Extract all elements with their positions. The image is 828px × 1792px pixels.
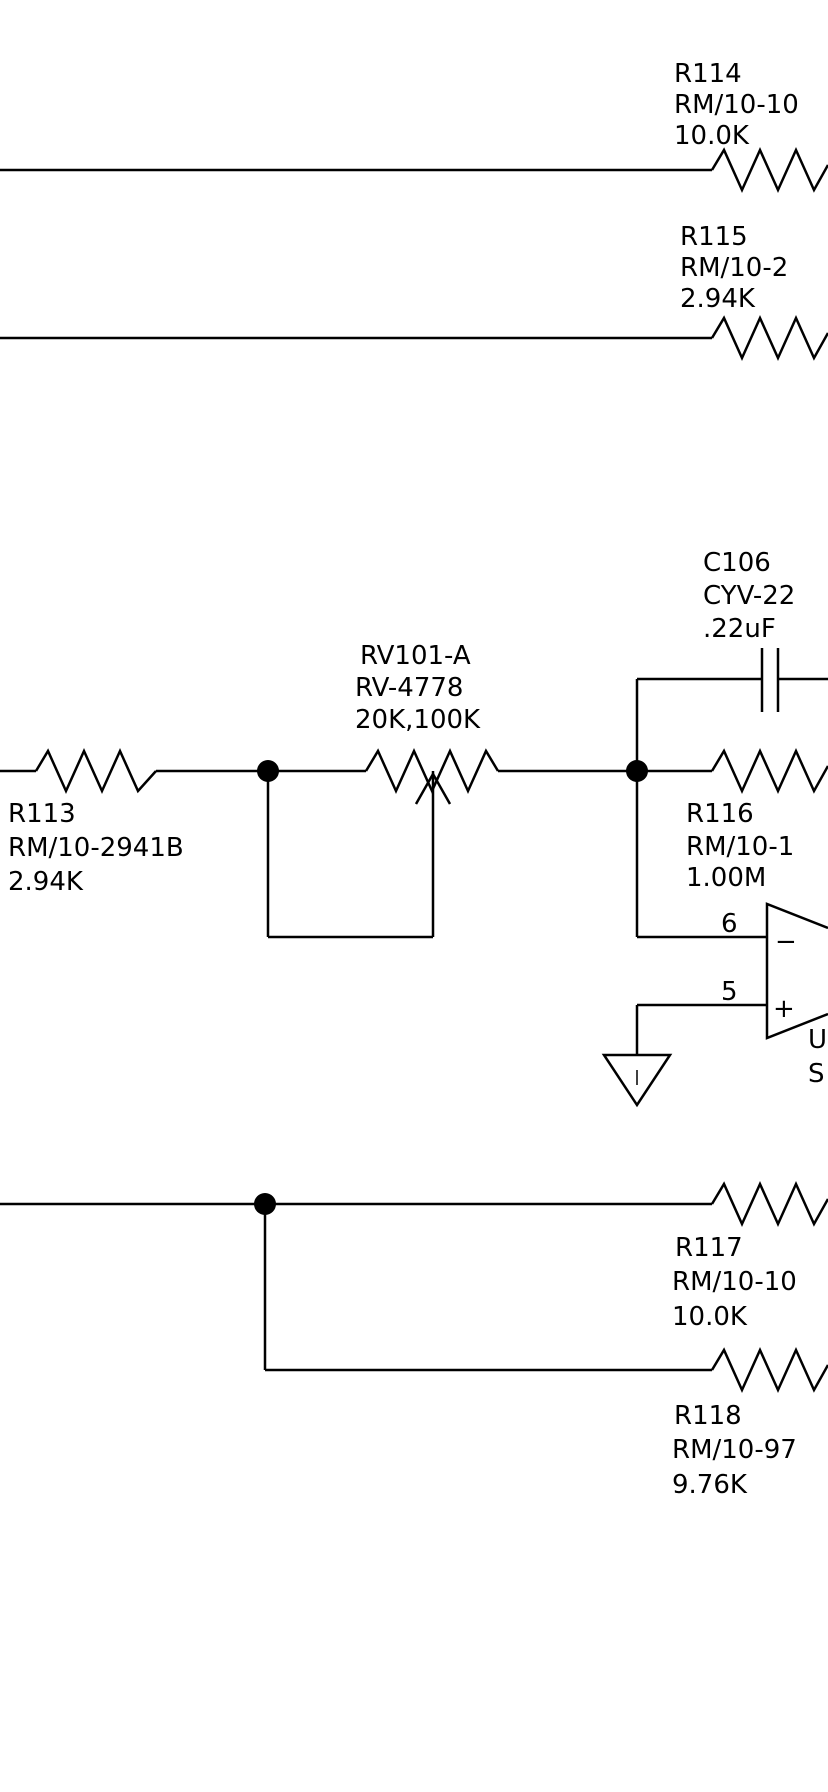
r118-ref-label: R118 — [674, 1401, 742, 1431]
r116-part-label: RM/10-1 — [686, 832, 794, 862]
op-amp-plus-sign: + — [773, 994, 795, 1024]
rv101-ref-label: RV101-A — [360, 641, 471, 671]
inverting-stage: R113 RM/10-2941B 2.94K RV101-A RV-4778 2… — [0, 548, 828, 1108]
r118-part-label: RM/10-97 — [672, 1435, 797, 1465]
c106-ref-label: C106 — [703, 548, 771, 578]
r117-part-label: RM/10-10 — [672, 1267, 797, 1297]
r113-ref-label: R113 — [8, 799, 76, 829]
r115-ref-label: R115 — [680, 222, 748, 252]
rv101-part-label: RV-4778 — [355, 673, 463, 703]
r118-resistor-symbol — [710, 1346, 828, 1394]
r118-value-label: 9.76K — [672, 1470, 748, 1500]
r114-value-label: 10.0K — [674, 121, 750, 151]
c106-part-label: CYV-22 — [703, 581, 795, 611]
c106-value-label: .22uF — [703, 614, 776, 644]
r113-value-label: 2.94K — [8, 867, 84, 897]
r116-ref-label: R116 — [686, 799, 754, 829]
r116-value-label: 1.00M — [686, 863, 766, 893]
r117-resistor-symbol — [710, 1180, 828, 1228]
op-amp-ref-label: U — [808, 1025, 827, 1055]
op-amp-minus-sign: − — [775, 927, 797, 957]
pin-5-label: 5 — [721, 977, 738, 1007]
r117-r118-group: R117 RM/10-10 10.0K R118 RM/10-97 9.76K — [0, 1180, 828, 1500]
rv101-value-label: 20K,100K — [355, 705, 481, 735]
r113-part-label: RM/10-2941B — [8, 833, 184, 863]
rv101-wiper-arrow — [414, 771, 452, 805]
r116-resistor-symbol — [710, 747, 828, 795]
r117-ref-label: R117 — [675, 1233, 743, 1263]
r117-value-label: 10.0K — [672, 1302, 748, 1332]
op-amp-part-label: S — [808, 1059, 825, 1089]
r114-part-label: RM/10-10 — [674, 90, 799, 120]
r115-part-label: RM/10-2 — [680, 253, 788, 283]
ground-icon — [601, 1053, 673, 1108]
r114-group: R114 RM/10-10 10.0K — [0, 59, 828, 194]
r115-resistor-symbol — [710, 314, 828, 362]
r114-ref-label: R114 — [674, 59, 742, 89]
r113-resistor-symbol — [34, 747, 157, 795]
r115-group: R115 RM/10-2 2.94K — [0, 222, 828, 362]
op-amp-triangle — [765, 902, 828, 1040]
r114-resistor-symbol — [710, 146, 828, 194]
pin-6-label: 6 — [721, 909, 738, 939]
r115-value-label: 2.94K — [680, 284, 756, 314]
